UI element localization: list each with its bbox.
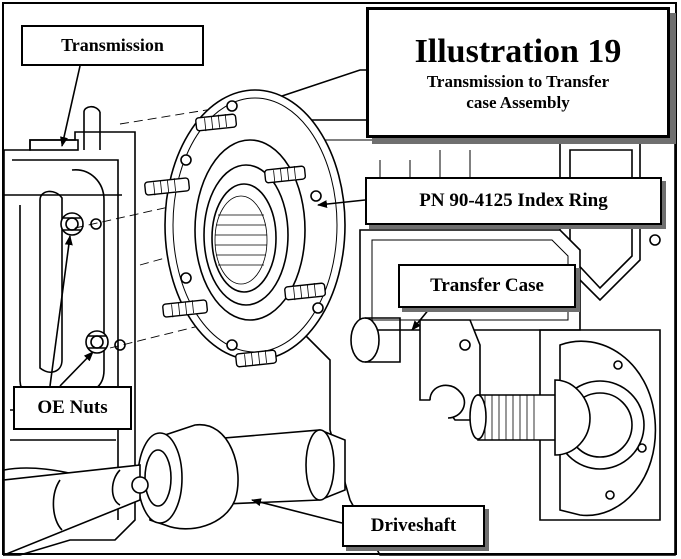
illustration-subtitle-line1: Transmission to Transfer	[426, 71, 610, 91]
driveshaft	[3, 424, 346, 557]
mounting-studs	[144, 113, 327, 368]
leader-lines	[49, 65, 431, 524]
transmission-housing	[3, 105, 136, 556]
callout-transfer-case: Transfer Case	[398, 264, 576, 308]
stud	[144, 177, 191, 196]
illustration-title-box: Illustration 19 Transmission to Transfer…	[366, 7, 670, 138]
callout-index-ring: PN 90-4125 Index Ring	[365, 177, 662, 225]
illustration-title: Illustration 19	[414, 32, 622, 70]
input-spline	[214, 195, 268, 285]
stud	[284, 282, 327, 301]
oe-nut-upper	[60, 212, 84, 236]
stud	[264, 165, 307, 184]
stud	[235, 349, 278, 368]
oe-nut-lower	[85, 330, 109, 354]
stud	[162, 299, 209, 318]
index-ring	[164, 89, 346, 361]
callout-oe-nuts: OE Nuts	[13, 386, 132, 430]
callout-transmission: Transmission	[21, 25, 204, 66]
illustration-subtitle-line2: case Assembly	[466, 92, 570, 112]
callout-driveshaft: Driveshaft	[342, 505, 485, 547]
stud	[195, 113, 238, 132]
